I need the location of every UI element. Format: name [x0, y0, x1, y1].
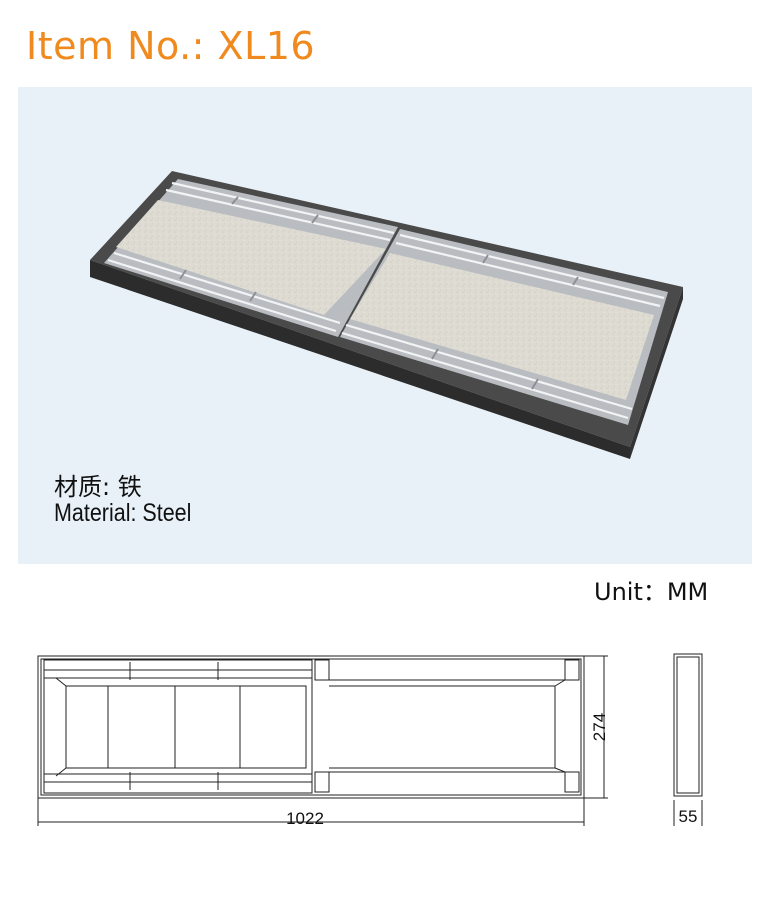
item-number-title: Item No.: XL16: [26, 24, 316, 68]
material-label-chinese: 材质: 铁: [54, 473, 142, 501]
top-view-outline: [37, 655, 585, 799]
product-photo: 材质: 铁 Material: Steel: [18, 87, 752, 564]
length-dimension: 1022: [286, 809, 324, 828]
unit-label: Unit：MM: [594, 578, 709, 606]
width-dimension: 274: [590, 713, 609, 741]
side-view-outline: [673, 653, 703, 797]
technical-drawing: 1022 274 55: [37, 653, 703, 828]
drain-grate-image: [90, 171, 683, 459]
height-dimension: 55: [679, 807, 698, 826]
material-label-english: Material: Steel: [54, 499, 192, 527]
